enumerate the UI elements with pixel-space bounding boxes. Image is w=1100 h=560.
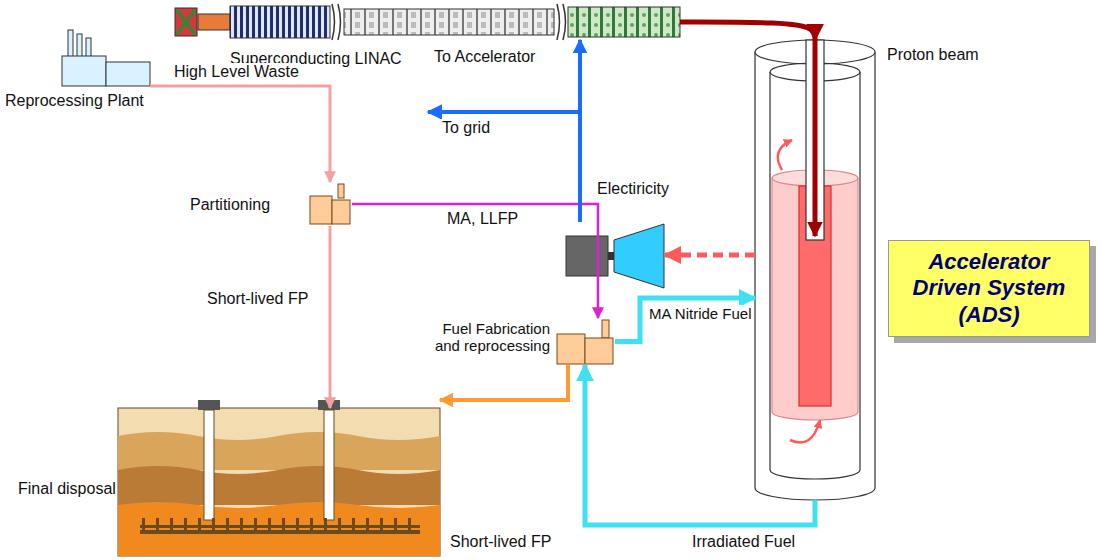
node-label: Partitioning [190, 196, 270, 214]
final-disposal-drawing-part [204, 410, 214, 520]
flow-label: To Accelerator [432, 48, 537, 66]
generator-turbine [566, 224, 664, 288]
linac-drawing-part [175, 8, 197, 36]
final-disposal-drawing-part [198, 400, 220, 410]
reprocessing-plant-icon-part [62, 56, 106, 86]
final-disposal-site: Final disposal [118, 408, 440, 556]
node-label: Final disposal [18, 480, 116, 498]
partitioning-icon [310, 184, 350, 224]
reprocessing-plant-icon [62, 30, 150, 86]
linac-drawing-part [568, 7, 680, 37]
grid-arrow-part [428, 110, 580, 114]
flow-arrow [352, 204, 598, 318]
flow-arrow [440, 365, 568, 400]
partitioning-facility: Partitioning [308, 182, 352, 226]
ads-vessel [755, 40, 875, 500]
fuel-fabrication-icon-part [602, 320, 609, 338]
flow-label: MA, LLFP [445, 210, 520, 228]
fuel-fabrication-icon-part [585, 338, 613, 364]
final-disposal-drawing-part [118, 408, 440, 556]
linac-drawing-part [230, 6, 330, 38]
flow-label: Irradiated Fuel [690, 533, 797, 551]
reprocessing-plant: Reprocessing Plant [62, 28, 150, 88]
grid-arrow [428, 112, 580, 113]
final-disposal-drawing-part [118, 502, 440, 556]
node-label: Electiricity [597, 180, 669, 198]
final-disposal-drawing [118, 400, 440, 556]
final-disposal-drawing-part [118, 432, 440, 470]
linac-drawing-part [177, 10, 195, 34]
generator-turbine-part [614, 224, 664, 288]
linac-drawing-part [198, 14, 230, 30]
ads-vessel-part [806, 40, 824, 240]
flow-label: Short-lived FP [205, 290, 310, 308]
final-disposal-drawing-part [140, 518, 420, 530]
linac-drawing-part [557, 4, 566, 40]
linac-accelerator: Superconducting LINAC [175, 4, 680, 40]
flow-arrow [665, 253, 755, 258]
final-disposal-drawing-part [324, 410, 334, 520]
turbine-generator: Electiricity [565, 222, 665, 288]
flow-label: MA Nitride Fuel [647, 305, 754, 322]
ads-vessel-part [790, 420, 820, 443]
flow-arrow [585, 365, 815, 525]
fuel-fabrication-icon [557, 320, 613, 364]
partitioning-icon-part [310, 196, 332, 224]
partitioning-icon-part [332, 200, 350, 224]
node-label: Reprocessing Plant [5, 92, 144, 110]
flow-arrow [680, 22, 815, 40]
node-label: Fuel Fabrication and reprocessing [430, 320, 550, 355]
partitioning-icon-part [338, 184, 344, 198]
generator-turbine-part [566, 236, 608, 276]
linac-drawing-part [344, 9, 554, 35]
flow-label: Short-lived FP [448, 533, 553, 551]
linac-drawing-part [332, 4, 341, 40]
final-disposal-drawing-part [118, 466, 440, 505]
fuel-fabrication-facility: Fuel Fabrication and reprocessing [555, 318, 615, 365]
linac-drawing [175, 4, 680, 40]
ads-reactor: Accelerator Driven System (ADS) [755, 40, 875, 500]
final-disposal-drawing-part [140, 530, 420, 534]
reprocessing-plant-icon-part [86, 38, 91, 58]
title-box-label: Accelerator Driven System (ADS) [888, 240, 1090, 337]
ads-vessel-part [813, 40, 818, 236]
generator-turbine-part [608, 252, 614, 260]
ads-vessel-part [778, 140, 792, 170]
reprocessing-plant-icon-part [77, 34, 82, 58]
flow-arrow [578, 40, 582, 222]
flow-label: Proton beam [885, 46, 981, 64]
flow-label: High Level Waste [172, 63, 301, 81]
annotation-label: To grid [440, 119, 492, 137]
flow-arrow [150, 86, 330, 182]
fuel-fabrication-icon-part [557, 334, 585, 364]
flow-arrow [329, 226, 332, 408]
reprocessing-plant-icon-part [68, 30, 73, 58]
reprocessing-plant-icon-part [106, 62, 150, 86]
flow-arrow [615, 298, 755, 342]
